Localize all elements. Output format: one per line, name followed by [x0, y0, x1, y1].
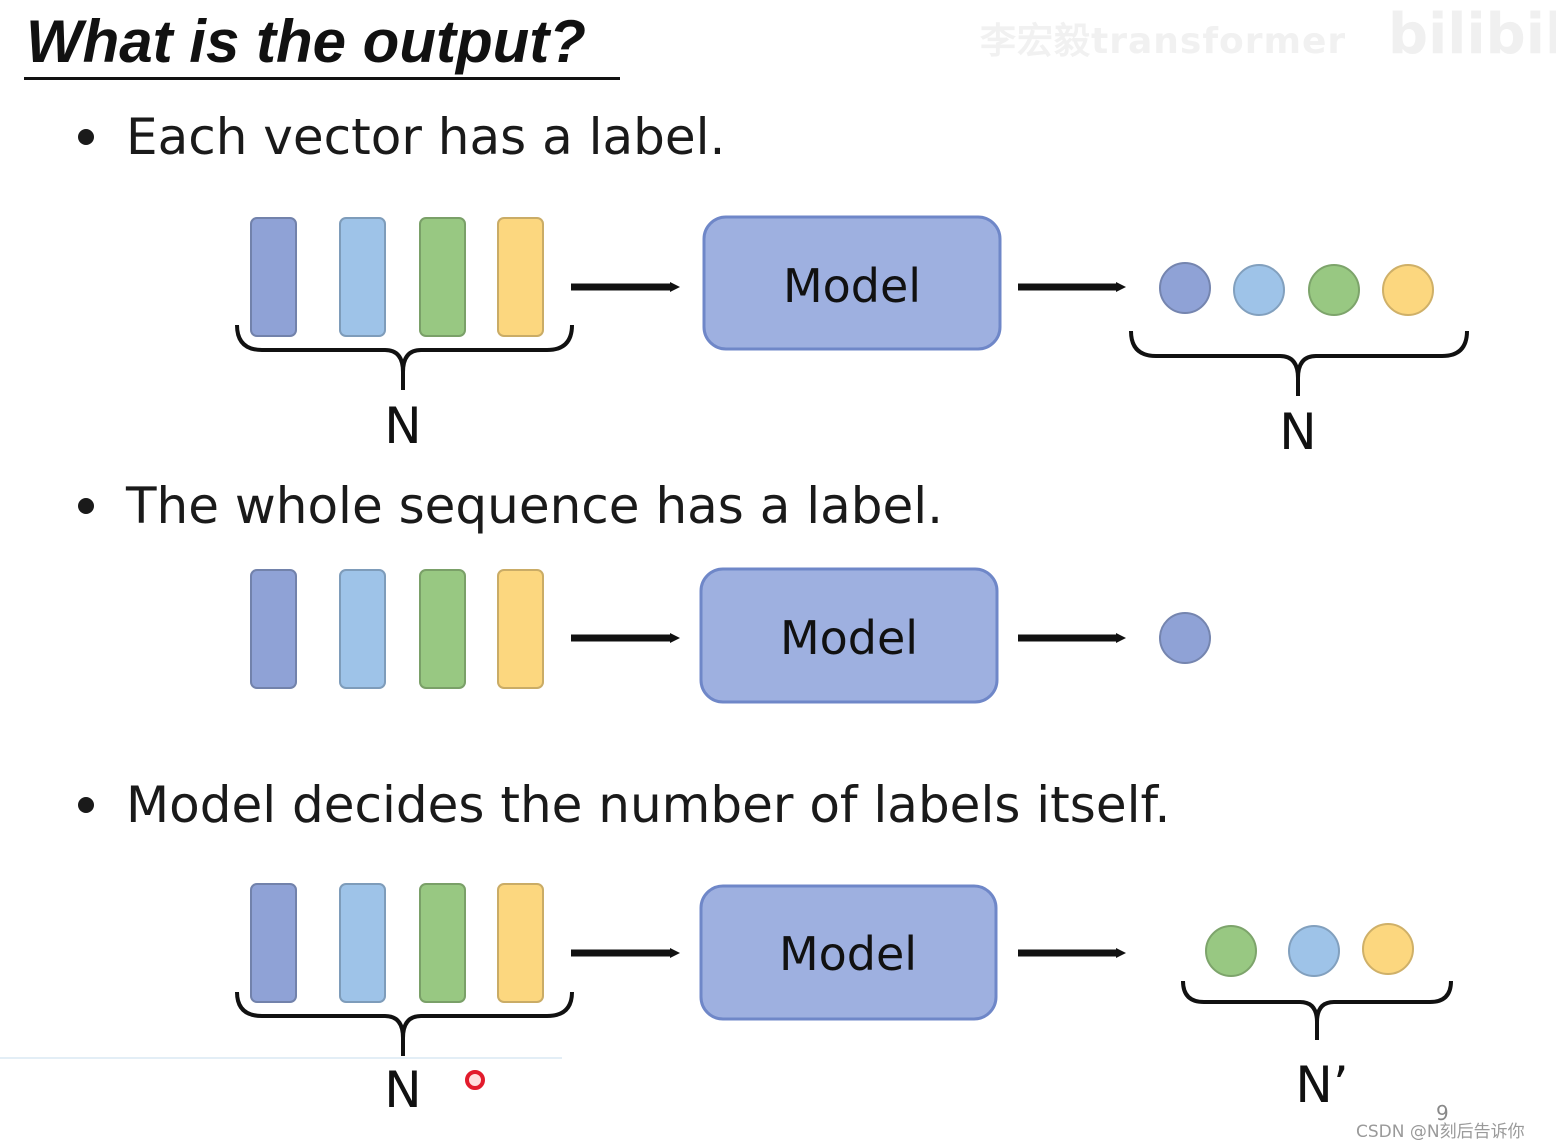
- input-vector-4: [497, 883, 544, 1003]
- diagram-whole-sequence: Model: [250, 567, 1211, 704]
- laser-pointer-icon: [465, 1070, 485, 1090]
- title-underline: [24, 77, 620, 80]
- input-vector-3: [419, 569, 466, 689]
- output-count-label: N: [1279, 403, 1316, 461]
- output-label-3: [1308, 264, 1360, 316]
- input-vector-2: [339, 883, 386, 1003]
- model-label: Model: [779, 927, 917, 981]
- bullet-text: Each vector has a label.: [126, 108, 726, 166]
- diagram-each-vector: N Model N: [235, 215, 1469, 461]
- output-label-2: [1233, 264, 1285, 316]
- input-brace: [235, 991, 574, 1056]
- input-vector-1: [250, 883, 297, 1003]
- output-count-label: N’: [1295, 1056, 1348, 1114]
- input-count-label: N: [384, 1061, 421, 1119]
- input-vector-2: [339, 569, 386, 689]
- input-vector-1: [250, 569, 297, 689]
- output-label-1: [1159, 262, 1211, 314]
- bullet-text: Model decides the number of labels itsel…: [126, 776, 1171, 834]
- watermark: 李宏毅transformer: [980, 21, 1347, 62]
- bullet-item-1: Each vector has a label.: [78, 107, 725, 167]
- watermark-logo: bilibili: [1388, 2, 1556, 67]
- output-label-1: [1159, 612, 1211, 664]
- bullet-dot-icon: [78, 128, 94, 145]
- input-vector-4: [497, 217, 544, 337]
- input-vector-4: [497, 569, 544, 689]
- bullet-item-3: Model decides the number of labels itsel…: [78, 775, 1170, 835]
- page-number: 9: [1436, 1101, 1449, 1125]
- bullet-text: The whole sequence has a label.: [126, 477, 944, 535]
- model-box: [702, 215, 1002, 351]
- model-box: [699, 884, 998, 1021]
- input-vector-3: [419, 217, 466, 337]
- csdn-credit: CSDN @N刻后告诉你: [1356, 1122, 1525, 1142]
- output-brace: [1129, 330, 1469, 396]
- input-brace: [235, 324, 574, 390]
- output-label-2: [1288, 925, 1340, 977]
- input-vector-2: [339, 217, 386, 337]
- bullet-dot-icon: [78, 796, 94, 813]
- output-brace: [1181, 980, 1453, 1040]
- output-label-3: [1362, 923, 1414, 975]
- input-vector-1: [250, 217, 297, 337]
- output-label-1: [1205, 925, 1257, 977]
- bullet-item-2: The whole sequence has a label.: [78, 476, 943, 536]
- model-box: [699, 567, 999, 704]
- diagram-model-decides: N Model N’: [235, 883, 1453, 1119]
- model-label: Model: [780, 611, 918, 665]
- input-vector-3: [419, 883, 466, 1003]
- bullet-dot-icon: [78, 497, 94, 514]
- output-label-4: [1382, 264, 1434, 316]
- slide-title: What is the output?: [26, 8, 586, 75]
- divider-line: [0, 1057, 562, 1059]
- model-label: Model: [783, 259, 921, 313]
- input-count-label: N: [384, 397, 421, 455]
